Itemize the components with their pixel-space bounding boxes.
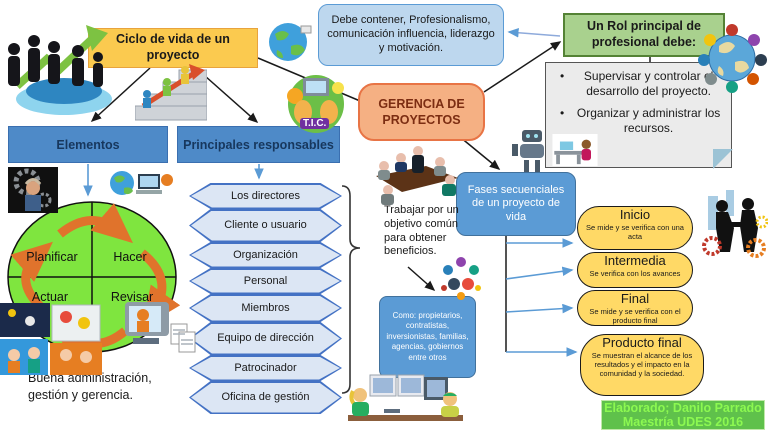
node-debe-contener-text: Debe contener, Profesionalismo, comunica… <box>327 14 495 54</box>
node-responsables-label: Principales responsables <box>183 137 334 152</box>
phase-final: Final Se mide y se verifica con el produ… <box>577 290 693 326</box>
node-principales-responsables: Principales responsables <box>177 126 340 163</box>
credit-line2: Maestría UDES 2016 <box>622 415 744 429</box>
stairs-climb-icon <box>135 64 207 121</box>
pdca-actuar: Actuar <box>31 290 69 304</box>
text-buena-administracion: Buena administración, gestión y gerencia… <box>28 371 152 402</box>
hexagon-item: Oficina de gestión <box>189 381 342 414</box>
hexagon-item: Los directores <box>189 183 342 209</box>
node-rol-label: Un Rol principal de profesional debe: <box>587 19 701 49</box>
globe-icon <box>269 23 312 61</box>
pdca-planificar: Planificar <box>26 250 78 264</box>
team-growth-chart-icon <box>8 25 112 115</box>
node-gerencia-label: GERENCIA DE PROYECTOS <box>378 96 465 127</box>
hexagon-item: Patrocinador <box>189 355 342 381</box>
phase-producto-final: Producto final Se muestran el alcance de… <box>580 334 704 396</box>
handshake-partnership-icon <box>702 190 768 258</box>
brace <box>341 185 361 394</box>
hexagon-item: Personal <box>189 268 342 294</box>
note-bullet-1: Supervisar y controlar el desarrollo del… <box>552 69 727 99</box>
computer-workers-icon <box>348 374 463 421</box>
node-gerencia-proyectos: GERENCIA DE PROYECTOS <box>358 83 485 141</box>
node-rol-principal: Un Rol principal de profesional debe: <box>563 13 725 57</box>
hexagon-item: Miembros <box>189 294 342 322</box>
credit-box: Elaborado; Danilo Parrado Maestría UDES … <box>601 400 765 430</box>
credit-line1: Elaborado; Danilo Parrado <box>604 400 762 415</box>
node-elementos-label: Elementos <box>56 137 120 152</box>
node-ciclo-de-vida: Ciclo de vida de un proyecto <box>88 28 258 68</box>
meeting-table-icon <box>376 146 458 205</box>
phase-intermedia: Intermedia Se verifica con los avances <box>577 252 693 288</box>
node-fases-secuenciales: Fases secuenciales de un proyecto de vid… <box>456 172 576 236</box>
node-fases-text: Fases secuenciales de un proyecto de vid… <box>467 184 565 223</box>
robot-icon <box>512 130 552 172</box>
world-people-icon <box>698 24 767 93</box>
phase-inicio: Inicio Se mide y se verifica con una act… <box>577 206 693 250</box>
note-bullet-2: Organizar y administrar los recursos. <box>552 106 727 136</box>
community-crowd-icon <box>441 257 481 300</box>
desk-worker-icon <box>552 134 598 166</box>
pdca-hacer: Hacer <box>113 250 147 264</box>
text-trabajar-objetivo: Trabajar por un objetivo común para obte… <box>384 204 459 258</box>
node-elementos: Elementos <box>8 126 168 163</box>
gear-portrait-icon <box>8 167 58 213</box>
tic-icon-label: T.I.C. <box>300 118 330 129</box>
node-ciclo-label: Ciclo de vida de un proyecto <box>116 32 230 62</box>
node-como-propietarios: Como: propietarios, contratistas, invers… <box>379 296 476 378</box>
hexagon-item: Organización <box>189 242 342 268</box>
people-collage-icon <box>0 303 102 375</box>
tv-screen-icon <box>125 302 196 353</box>
hexagon-item: Cliente o usuario <box>189 209 342 242</box>
node-debe-contener: Debe contener, Profesionalismo, comunica… <box>318 4 504 66</box>
hexagon-item: Equipo de dirección <box>189 322 342 355</box>
node-como-text: Como: propietarios, contratistas, invers… <box>386 311 469 362</box>
globe-computer-icon <box>110 171 173 195</box>
